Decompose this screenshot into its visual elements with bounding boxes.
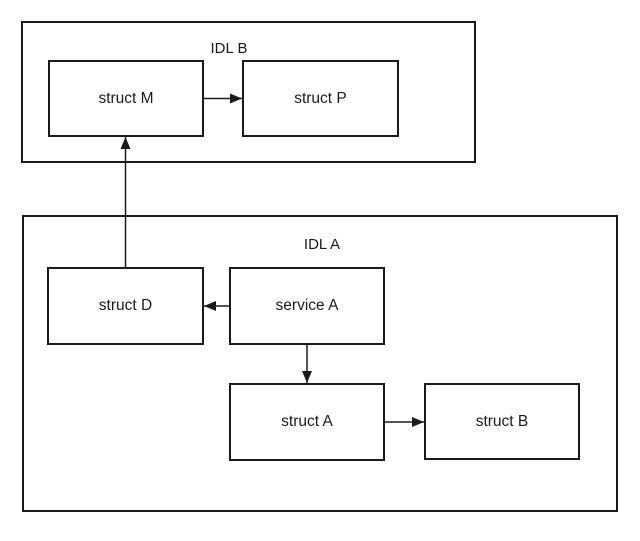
node-service-a: service A [229,267,385,345]
node-struct-p: struct P [242,60,399,137]
node-service-a-label: service A [275,297,339,314]
node-struct-m-label: struct M [98,89,154,107]
node-struct-m: struct M [48,60,204,137]
node-struct-a: struct A [229,383,385,461]
node-struct-b: struct B [424,383,580,460]
node-struct-d: struct D [47,267,204,345]
node-struct-b-label: struct B [475,412,529,430]
node-struct-d-label: struct D [98,297,153,314]
container-idl-b-label: IDL B [210,40,248,57]
node-struct-p-label: struct P [294,89,347,107]
container-idl-a-label: IDL A [303,236,341,253]
container-idl-a: IDL A [22,215,618,512]
node-struct-a-label: struct A [281,413,333,430]
